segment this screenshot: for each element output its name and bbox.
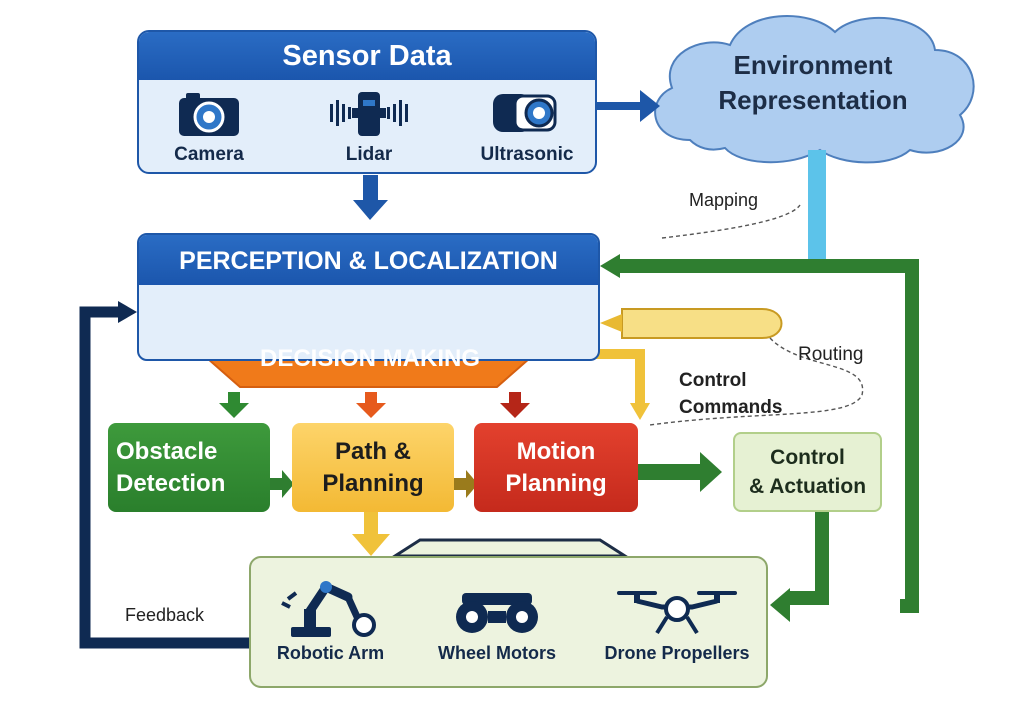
- control-actuation-box: Control & Actuation: [733, 432, 882, 512]
- routing-dashed-line: [649, 337, 864, 426]
- sensor-label: Ultrasonic: [480, 144, 574, 165]
- lidar-icon: [330, 92, 408, 136]
- sensor-label: Lidar: [345, 144, 393, 165]
- ultrasonic-sensor-icon: [493, 94, 557, 132]
- motion-line-2: Planning: [505, 469, 607, 497]
- path-to-motion-arrow: [454, 470, 478, 498]
- motion-planning-box: Motion Planning: [474, 423, 638, 512]
- actuator-robotic-arm: Robotic Arm: [258, 579, 403, 664]
- feedback-arrow-head: [118, 301, 137, 323]
- sensor-data-panel: Sensor Data Camera Lidar: [137, 30, 597, 174]
- sensor-ultrasonic: Ultrasonic: [457, 88, 595, 166]
- perception-title: PERCEPTION & LOCALIZATION: [139, 235, 598, 285]
- path-line-1: Path &: [334, 437, 411, 465]
- obstacle-line-2: Detection: [116, 469, 226, 497]
- decision-to-motion-arrow: [500, 392, 530, 418]
- control-commands-line-1: Control: [679, 370, 747, 391]
- outer-green-loop: [620, 259, 919, 613]
- drone-icon: [617, 591, 737, 635]
- mapping-connector: [808, 150, 826, 260]
- environment-line-2: Representation: [718, 85, 908, 115]
- sensor-to-perception-arrow: [353, 175, 388, 220]
- decision-making-label: DECISION MAKING: [259, 345, 480, 372]
- sensor-label: Camera: [174, 144, 244, 165]
- decision-to-path-arrow: [356, 392, 386, 418]
- environment-line-1: Environment: [733, 50, 893, 80]
- control-line-1: Control: [770, 446, 845, 469]
- mapping-label: Mapping: [689, 190, 759, 210]
- path-line-2: Planning: [322, 469, 424, 497]
- robotic-arm-icon: [280, 581, 376, 637]
- actuator-wheel-motors: Wheel Motors: [422, 579, 572, 664]
- control-loop-connector: [790, 512, 829, 605]
- sensor-data-title: Sensor Data: [139, 32, 595, 80]
- feedback-label: Feedback: [125, 605, 205, 625]
- sensor-to-environment-arrow: [597, 90, 660, 122]
- routing-pill-arrow: [600, 314, 622, 332]
- path-planning-box: Path & Planning: [292, 423, 454, 512]
- decision-to-obstacle-arrow: [219, 392, 249, 418]
- actuator-label: Drone Propellers: [604, 643, 750, 663]
- control-commands-label: Control Commands: [679, 367, 782, 421]
- environment-cloud: [654, 15, 975, 164]
- sensor-camera: Camera: [139, 88, 279, 166]
- routing-pill: [621, 308, 783, 339]
- green-arrow-into-perception: [600, 254, 620, 278]
- mapping-dashed-line: [661, 204, 801, 239]
- path-to-actuators-arrow: [352, 512, 390, 556]
- actuation-arrow-into-actuators: [770, 588, 790, 622]
- motion-line-1: Motion: [516, 437, 596, 465]
- feedback-loop-line: [79, 306, 249, 649]
- actuator-label: Robotic Arm: [276, 643, 385, 663]
- wheel-motors-icon: [456, 593, 538, 633]
- control-commands-line-2: Commands: [679, 397, 783, 418]
- control-line-2: & Actuation: [748, 475, 867, 498]
- actuator-drone-propellers: Drone Propellers: [588, 579, 766, 664]
- obstacle-detection-box: Obstacle Detection: [108, 423, 270, 512]
- yellow-arrow-head: [630, 403, 650, 420]
- obstacle-line-1: Obstacle: [116, 437, 218, 465]
- routing-label: Routing: [798, 344, 864, 365]
- sensor-lidar: Lidar: [299, 88, 439, 166]
- perception-localization-panel: PERCEPTION & LOCALIZATION: [137, 233, 600, 361]
- actuator-label: Wheel Motors: [437, 643, 556, 663]
- obstacle-to-path-arrow: [270, 470, 294, 498]
- decision-to-control-yellow-arrow: [530, 349, 645, 405]
- camera-icon: [179, 93, 239, 136]
- motion-to-control-arrow: [638, 452, 722, 492]
- environment-representation-label: Environment Representation: [668, 48, 958, 118]
